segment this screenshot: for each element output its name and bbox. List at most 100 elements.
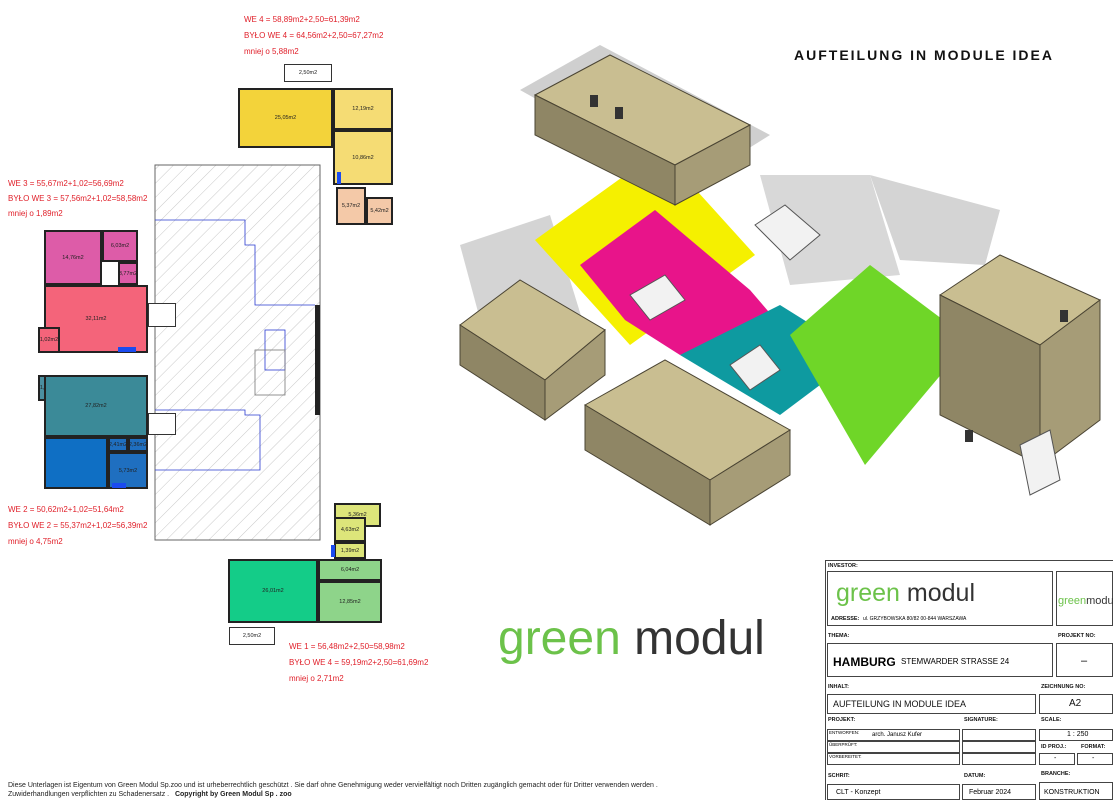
window-4 (965, 430, 973, 442)
we1-line3: mniej o 2,71m2 (289, 674, 344, 683)
uberpruft-row (827, 741, 960, 753)
we1-living: 26,01m2 (228, 559, 318, 623)
we2-room-bedroom (44, 437, 108, 489)
we3-room-1-label: 14,76m2 (62, 254, 84, 261)
we4-annotation: WE 4 = 58,89m2+2,50=61,39m2 BYŁO WE 4 = … (244, 15, 383, 57)
mini-logo-dark: modul (1086, 595, 1113, 607)
id-proj-box (1039, 753, 1075, 765)
page-title: AUFTEILUNG IN MODULE IDEA (794, 47, 1054, 63)
module-right-side (1039, 299, 1101, 466)
we1-room-6: 12,85m2 (318, 581, 382, 623)
we4-line1: WE 4 = 58,89m2+2,50=61,39m2 (244, 15, 360, 24)
format-box (1077, 753, 1113, 765)
we1-room-2: 4,63m2 (334, 517, 366, 542)
investor-logo: green modul (836, 579, 975, 608)
we2-line3: mniej o 4,75m2 (8, 537, 63, 546)
shadow-right (870, 175, 1000, 265)
we3-balcony (148, 303, 176, 327)
we3-room-3: 3,77m2 (118, 262, 138, 285)
we3-room-5: 1,02m2 (38, 327, 60, 353)
thema-label: THEMA: (828, 633, 850, 639)
bottom-balcony-label: 2,50m2 (242, 633, 262, 639)
id-proj-value: - (1054, 755, 1057, 762)
footer-line-1: Diese Unterlagen ist Eigentum von Green … (8, 782, 658, 789)
projekt-nr-label: PROJEKT NO: (1058, 633, 1096, 639)
we4-room-2: 10,86m2 (333, 130, 393, 185)
we3-room-1: 14,76m2 (44, 230, 102, 285)
we3-room-5-label: 1,02m2 (39, 337, 59, 343)
we3-room-3-label: 3,77m2 (118, 270, 138, 277)
we3-living: 32,11m2 (44, 285, 148, 353)
window-3 (1060, 310, 1068, 322)
we3-annotation: WE 3 = 55,67m2+1,02=56,69m2 BYŁO WE 3 = … (8, 179, 147, 219)
we1-room-2-label: 4,63m2 (340, 526, 360, 533)
we4-room-3-label: 5,37m2 (341, 203, 361, 209)
top-balcony-label: 2,50m2 (298, 70, 318, 76)
id-proj-label: ID PROJ.: (1041, 744, 1067, 750)
top-balcony: 2,50m2 (284, 64, 332, 82)
we2-annotation: WE 2 = 50,62m2+1,02=51,64m2 BYŁO WE 2 = … (8, 505, 147, 547)
inhalt-box (827, 694, 1036, 714)
axonometric-view (459, 45, 1101, 526)
we1-door-marker (331, 545, 335, 557)
signature-row-1 (962, 729, 1036, 741)
projekt-label: PROJEKT: (828, 717, 856, 723)
we2-room-3: 2,36m2 (128, 437, 148, 452)
we4-living: 25,05m2 (238, 88, 333, 148)
floor-plan: 2,50m2 25,05m2 12,19m2 10,86m2 5,37m2 5,… (0, 0, 440, 660)
thema-street: STEMWARDER STRASSE 24 (901, 657, 1010, 666)
ramp (1019, 429, 1061, 496)
datum-value: Februar 2024 (969, 789, 1012, 796)
we4-room-1: 12,19m2 (333, 88, 393, 130)
we1-annotation: WE 1 = 56,48m2+2,50=58,98m2 BYŁO WE 4 = … (289, 642, 428, 684)
main-logo-dark: modul (634, 612, 765, 665)
entworfen-row (827, 729, 960, 741)
title-block: INVESTOR: green modul ADRESSE: ul. GRZYB… (825, 560, 1113, 800)
we2-room-4-label: 5,73m2 (118, 467, 138, 474)
central-building-hatch (154, 164, 321, 541)
footer-line-2: Zuwiderhandlungen verpflichten zu Schade… (8, 791, 170, 798)
we2-living-label: 27,82m2 (85, 403, 107, 409)
we1-room-5: 6,04m2 (318, 559, 382, 581)
we2-line1: WE 2 = 50,62m2+1,02=51,64m2 (8, 505, 124, 514)
we1-room-1-label: 5,36m2 (348, 512, 367, 518)
module-left-side (544, 328, 606, 421)
branche-value: KONSTRUKTION (1044, 789, 1100, 796)
we1-room-5-label: 6,04m2 (340, 567, 360, 573)
we2-room-2: 2,41m2 (108, 437, 128, 452)
we3-door-marker (118, 347, 136, 352)
investor-logo-dark: modul (906, 579, 975, 607)
mini-logo-green: green (1058, 595, 1087, 607)
branche-label: BRANCHE: (1041, 771, 1071, 777)
we4-room-2-label: 10,86m2 (352, 154, 374, 161)
format-label: FORMAT: (1081, 744, 1106, 750)
address-label: ADRESSE: (831, 616, 860, 622)
vorbereitet-label: VORBEREITET: (829, 754, 862, 759)
schrit-value: CLT - Konzept (836, 789, 881, 796)
uberpruft-label: ÜBERPRÜFT: (829, 742, 858, 747)
address-value: ul. GRZYBOWSKA 80/82 00-844 WARSZAWA (863, 616, 967, 622)
schrit-label: SCHRIT: (828, 773, 850, 779)
main-logo-green: green (498, 612, 621, 665)
stair-core-2 (729, 344, 781, 391)
floor-lime (790, 265, 970, 465)
we3-line1: WE 3 = 55,67m2+1,02=56,69m2 (8, 179, 124, 188)
module-bottom-side (709, 429, 791, 526)
we3-line3: mniej o 1,89m2 (8, 209, 63, 218)
we2-line2: BYŁO WE 2 = 55,37m2+1,02=56,39m2 (8, 521, 148, 530)
we4-room-4: 5,42m2 (366, 197, 393, 225)
we1-room-3-label: 1,39m2 (340, 547, 360, 554)
inhalt-label: INHALT: (828, 684, 849, 690)
we2-room-3-label: 2,36m2 (128, 441, 148, 448)
vorbereitet-row (827, 753, 960, 765)
we4-room-1-label: 12,19m2 (352, 106, 374, 112)
window-2 (615, 107, 623, 119)
zeichnung-label: ZEICHNUNG NO: (1041, 684, 1086, 690)
floor-magenta (580, 210, 780, 355)
inhalt-value: AUFTEILUNG IN MODULE IDEA (833, 699, 967, 709)
we2-room-2-label: 2,41m2 (108, 441, 128, 448)
signature-row-2 (962, 741, 1036, 753)
shadow-middle (760, 175, 900, 285)
entworfen-label: ENTWORFEN: (829, 730, 860, 735)
bottom-balcony: 2,50m2 (229, 627, 275, 645)
